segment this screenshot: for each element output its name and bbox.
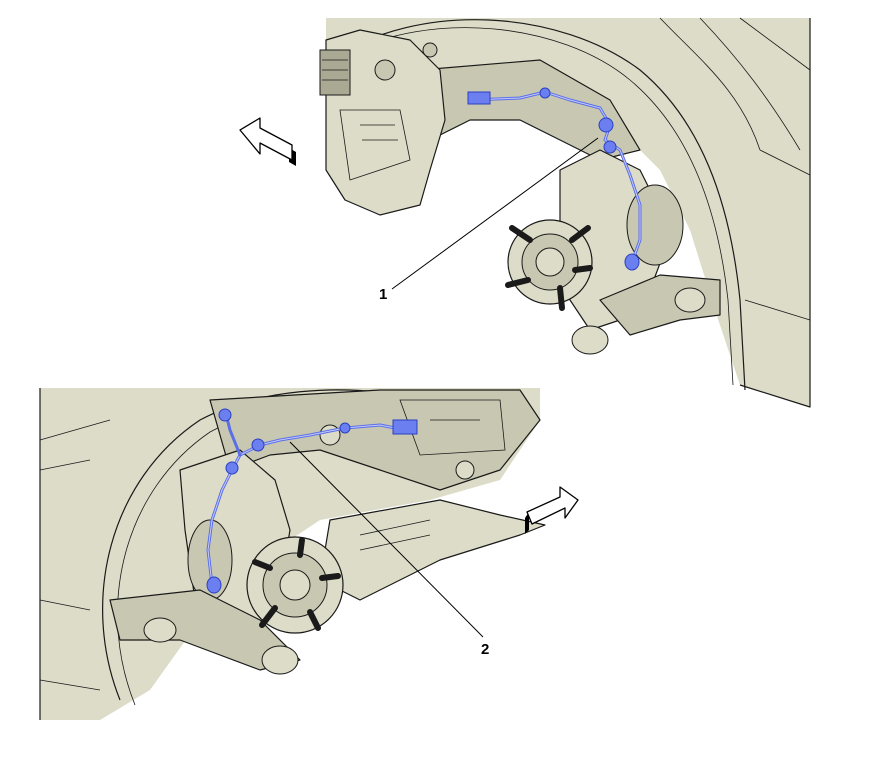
- top-harness-connector: [467, 91, 491, 105]
- top-body-panel: [326, 18, 810, 407]
- bottom-harness-clip: [251, 438, 265, 452]
- top-sensor-harness: [467, 87, 642, 271]
- bottom-harness-clip: [339, 422, 351, 434]
- top-wheel-speed-sensor: [624, 253, 640, 271]
- callout-2-label: 2: [481, 641, 489, 658]
- top-harness-clip: [603, 140, 617, 154]
- direction-arrow-right-icon: [525, 486, 579, 534]
- bottom-splash-shield: [320, 500, 545, 600]
- bottom-sensor-harness: [206, 408, 418, 594]
- bottom-harness-clip: [218, 408, 232, 422]
- top-harness-clip: [598, 117, 614, 133]
- bottom-wheel-speed-sensor: [206, 576, 222, 594]
- top-wheel-arch: [329, 19, 746, 391]
- top-engine-block: [326, 30, 445, 215]
- bottom-harness-clip: [225, 461, 239, 475]
- bottom-view: [39, 388, 579, 720]
- callout-1: 1: [379, 137, 599, 303]
- callout-1-label: 1: [379, 286, 387, 303]
- top-wheel-hub: [505, 219, 593, 311]
- direction-arrow-left-icon: [239, 117, 296, 166]
- callout-2: 2: [289, 441, 489, 658]
- bottom-wheel-hub: [246, 536, 344, 634]
- top-view: [239, 17, 811, 408]
- top-harness-clip: [539, 87, 551, 99]
- bottom-wheel-arch: [102, 389, 401, 701]
- bottom-harness-connector: [392, 419, 418, 435]
- bottom-lower-arm: [110, 590, 300, 670]
